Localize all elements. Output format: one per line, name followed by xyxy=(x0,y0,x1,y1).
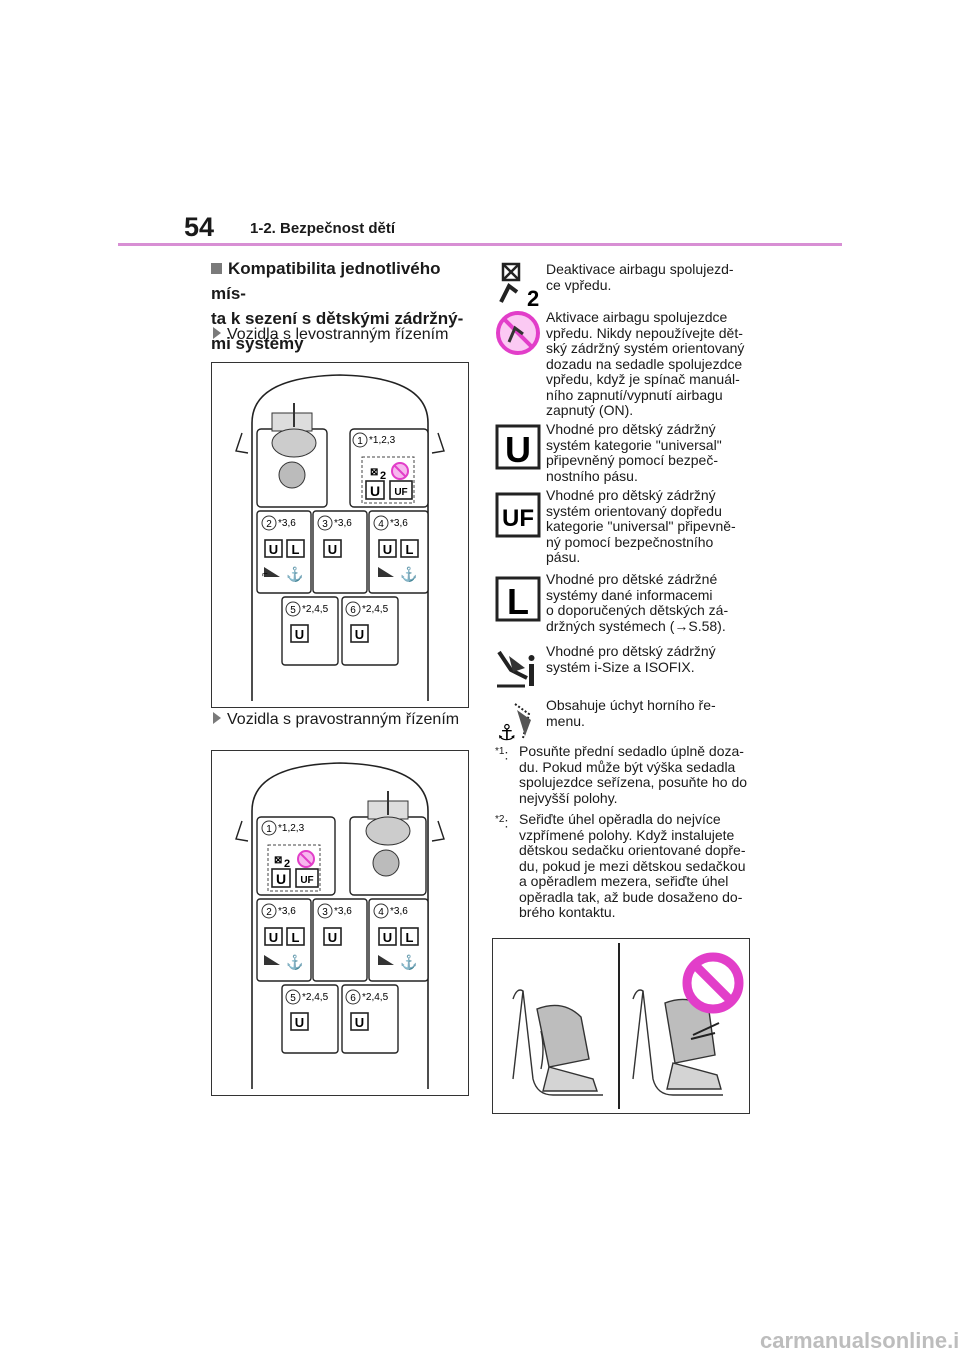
footnote-1: *1: Posuňte přední sedadlo úplně doza- d… xyxy=(495,743,753,810)
airbag-on-prohibited-icon xyxy=(496,311,540,355)
legend-text: Obsahuje úchyt horního ře- menu. xyxy=(546,697,716,729)
legend-text: Aktivace airbagu spolujezdce vpředu. Nik… xyxy=(546,309,745,418)
u-badge: U xyxy=(269,542,278,557)
seat-correct xyxy=(512,989,603,1096)
triangle-bullet-icon xyxy=(213,327,221,339)
seat-number: 2 xyxy=(266,907,272,918)
footnote-2: *2: Seřiďte úhel opěradla do nejvíce vzp… xyxy=(495,811,753,924)
top-tether-icon: ⚓ xyxy=(497,703,531,744)
legend-item-airbag-off: 2 Deaktivace airbagu spolujezd- ce vpřed… xyxy=(495,261,765,308)
airbag-off-mini-icon: ⊠ xyxy=(274,855,282,866)
seat-note: *3,6 xyxy=(278,906,296,917)
header-rule xyxy=(118,243,842,246)
u-badge: U xyxy=(355,627,364,642)
seat-number: 1 xyxy=(266,824,272,835)
subsection-right-hand-drive: Vozidla s pravostranným řízením xyxy=(213,711,459,729)
svg-text:UF: UF xyxy=(502,505,534,532)
seat-note: *2,4,5 xyxy=(302,604,329,615)
airbag-off-mini-icon: ⊠ xyxy=(370,467,378,478)
legend-item-airbag-on: Aktivace airbagu spolujezdce vpředu. Nik… xyxy=(495,309,765,422)
legend-item-isofix: Vhodné pro dětský zádržný systém i-Size … xyxy=(495,643,765,690)
isofix-mini-icon: ⌐ xyxy=(262,569,268,580)
u-badge: U xyxy=(269,930,278,945)
legend-item-uf: UF Vhodné pro dětský zádržný systém orie… xyxy=(495,487,765,568)
u-badge: U xyxy=(383,930,392,945)
seat-note: *1,2,3 xyxy=(278,823,305,834)
seat-note: *2,4,5 xyxy=(362,992,389,1003)
section-title: 1-2. Bezpečnost dětí xyxy=(250,220,396,237)
seat-note: *3,6 xyxy=(390,906,408,917)
legend-text: Vhodné pro dětský zádržný systém oriento… xyxy=(546,487,736,565)
u-badge: U xyxy=(295,1015,304,1030)
svg-text:2: 2 xyxy=(527,286,539,308)
triangle-bullet-icon xyxy=(213,712,221,724)
uf-badge: UF xyxy=(394,487,407,498)
footnote-mark: *1: xyxy=(495,746,509,763)
top-tether-mini-icon: ⚓ xyxy=(400,566,417,583)
seat-number: 3 xyxy=(322,519,328,530)
seat-number: 1 xyxy=(357,436,363,447)
legend-text: Vhodné pro dětské zádržné systémy dané i… xyxy=(546,571,729,634)
u-badge: U xyxy=(295,627,304,642)
top-tether-mini-icon: ⚓ xyxy=(286,954,303,971)
subsection-left-hand-drive: Vozidla s levostranným řízením xyxy=(213,326,448,344)
svg-text:U: U xyxy=(505,429,531,470)
seat-number: 2 xyxy=(266,519,272,530)
seating-diagram-rhd: 1 *1,2,3 ⊠ 2 U UF 2 *3,6 3 *3,6 4 *3,6 U… xyxy=(211,750,469,1096)
seat-number: 6 xyxy=(350,993,356,1004)
backrest-illustration xyxy=(492,938,750,1114)
prohibited-icon xyxy=(682,952,744,1014)
l-icon: L xyxy=(495,576,541,622)
u-badge: U xyxy=(276,871,286,887)
seat-number: 5 xyxy=(290,993,296,1004)
seat-note: *1,2,3 xyxy=(369,435,396,446)
u-badge: U xyxy=(370,483,380,499)
u-icon: U xyxy=(495,424,541,470)
legend-item-l: L Vhodné pro dětské zádržné systémy dané… xyxy=(495,571,765,636)
u-badge: U xyxy=(328,930,337,945)
u-badge: U xyxy=(328,542,337,557)
uf-icon: UF xyxy=(495,492,541,538)
page-number: 54 xyxy=(184,212,215,242)
legend-text: Vhodné pro dětský zádržný systém i-Size … xyxy=(546,643,716,675)
section-heading: Kompatibilita jednotlivého mís- ta k sez… xyxy=(211,259,464,353)
watermark: carmanualsonline.info xyxy=(760,1328,960,1353)
uf-badge: UF xyxy=(300,875,313,886)
seat-note: *3,6 xyxy=(334,518,352,529)
footnote-text: Posuňte přední sedadlo úplně doza- du. P… xyxy=(519,743,748,806)
seat-note: *2,4,5 xyxy=(362,604,389,615)
u-badge: U xyxy=(383,542,392,557)
bullet-square-icon xyxy=(211,263,222,274)
legend-text: Deaktivace airbagu spolujezd- ce vpředu. xyxy=(546,261,734,293)
legend-item-u: U Vhodné pro dětský zádržný systém kateg… xyxy=(495,421,765,484)
l-badge: L xyxy=(406,930,414,945)
footnote-mark: *2: xyxy=(495,814,509,831)
isofix-icon xyxy=(497,650,535,688)
top-tether-mini-icon: ⚓ xyxy=(400,954,417,971)
seat-label-two: 2 xyxy=(380,470,386,482)
seat-note: *3,6 xyxy=(390,518,408,529)
top-tether-mini-icon: ⚓ xyxy=(286,566,303,583)
l-badge: L xyxy=(406,542,414,557)
seat-number: 3 xyxy=(322,907,328,918)
seat-label-two: 2 xyxy=(284,858,290,870)
u-badge: U xyxy=(355,1015,364,1030)
seating-diagram-lhd: 1 *1,2,3 ⊠ 2 U UF 2 *3,6 3 *3,6 4 *3,6 U… xyxy=(211,362,469,708)
row2-badges: U L U U L ⌐ ⚓ ⚓ xyxy=(262,539,419,583)
airbag-off-icon: 2 xyxy=(499,262,539,308)
seat-number: 6 xyxy=(350,605,356,616)
legend-item-top-tether: ⚓ Obsahuje úchyt horního ře- menu. xyxy=(495,697,765,744)
seat-note: *3,6 xyxy=(278,518,296,529)
svg-text:⚓: ⚓ xyxy=(497,721,517,744)
seat-note: *3,6 xyxy=(334,906,352,917)
seat-number: 5 xyxy=(290,605,296,616)
footnote-text: Seřiďte úhel opěradla do nejvíce vzpříme… xyxy=(519,811,746,920)
seat-number: 4 xyxy=(378,519,384,530)
l-badge: L xyxy=(292,930,300,945)
legend-text: Vhodné pro dětský zádržný systém kategor… xyxy=(546,421,722,484)
seat-note: *2,4,5 xyxy=(302,992,329,1003)
l-badge: L xyxy=(292,542,300,557)
svg-text:L: L xyxy=(507,581,529,622)
seat-number: 4 xyxy=(378,907,384,918)
